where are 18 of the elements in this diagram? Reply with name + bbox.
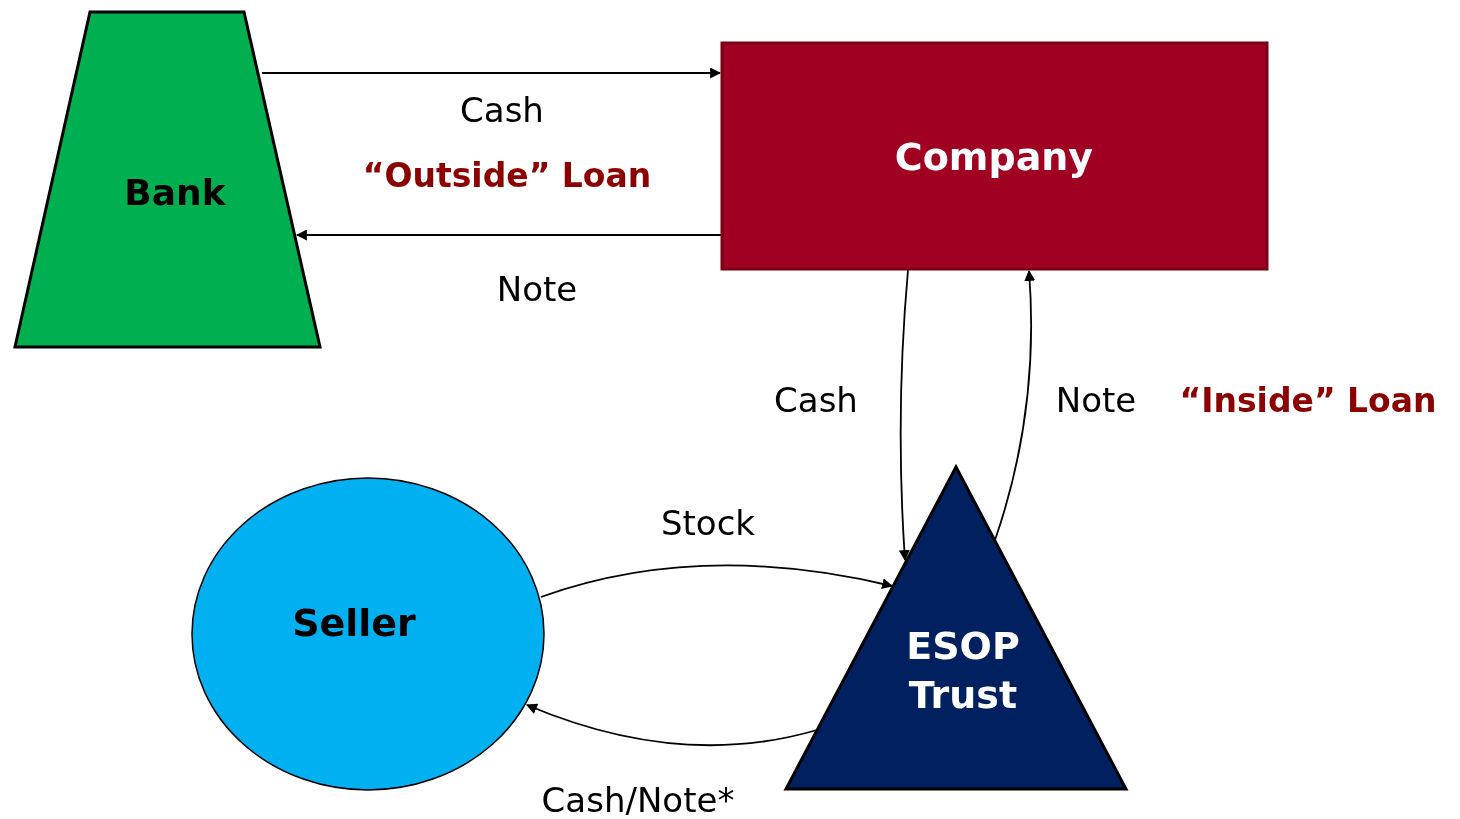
edge-label: Cash/Note* <box>541 780 735 819</box>
loan-label: “Inside” Loan <box>1179 380 1437 420</box>
edge-label: Note <box>496 269 578 309</box>
node-label: Seller <box>291 600 417 648</box>
node-label: Bank <box>123 170 227 215</box>
arrow <box>295 229 723 241</box>
arrow <box>994 269 1036 541</box>
edge-label: Stock <box>660 503 756 543</box>
edge-label: Note <box>1055 380 1137 420</box>
edge-label: Cash <box>460 90 544 130</box>
arrow <box>261 67 722 79</box>
node-label: Company <box>893 134 1095 182</box>
edge-label: Cash <box>774 380 858 420</box>
arrow <box>540 564 894 598</box>
node-label: ESOP Trust <box>905 622 1021 719</box>
arrow <box>898 269 910 562</box>
loan-label: “Outside” Loan <box>362 155 652 195</box>
arrow <box>526 703 818 746</box>
